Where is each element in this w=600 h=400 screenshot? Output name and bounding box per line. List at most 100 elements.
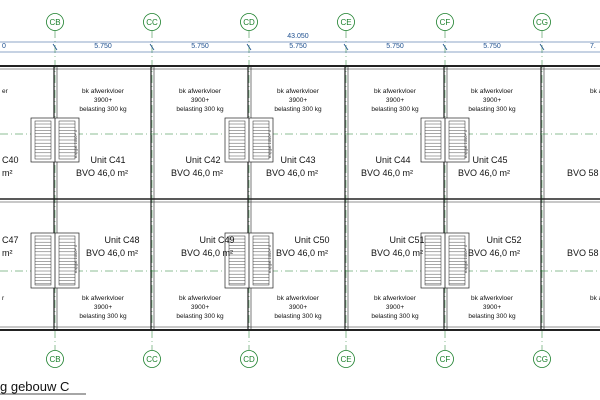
dim-bay-2: 5.750 bbox=[191, 43, 209, 50]
stair-label: trapgat 1000+ # bbox=[463, 129, 468, 158]
partial-left-top-area: m² bbox=[2, 168, 13, 178]
grid-label: CG bbox=[536, 18, 548, 27]
grid-label: CF bbox=[440, 18, 451, 27]
unit-area-bottom-5: BVO 46,0 m² bbox=[468, 248, 520, 258]
stair-1-1: trapgat 1000+ # bbox=[224, 232, 274, 289]
unit-label-top-4: Unit C44 bbox=[375, 155, 410, 165]
grid-label: CE bbox=[340, 355, 351, 364]
unit-label-top-1: Unit C41 bbox=[90, 155, 125, 165]
floor-note-top-4-level: 3900+ bbox=[483, 97, 501, 104]
floor-note-top-4-load: belasting 300 kg bbox=[468, 106, 516, 113]
stair-label: trapgat 1000+ # bbox=[463, 244, 468, 273]
floor-note-top-0-load: belasting 300 kg bbox=[79, 106, 127, 113]
stair-0-1: trapgat 1000+ # bbox=[30, 232, 80, 289]
floor-note-top-4: bk afwerkvloer bbox=[471, 88, 514, 95]
floor-note-bottom-0: bk afwerkvloer bbox=[82, 295, 125, 302]
partial-left-bottom-area: m² bbox=[2, 248, 13, 258]
unit-area-top-3: BVO 46,0 m² bbox=[266, 168, 318, 178]
grid-bubble-ce-top: CE bbox=[337, 13, 355, 31]
center-lines bbox=[0, 133, 600, 272]
unit-label-top-5: Unit C45 bbox=[472, 155, 507, 165]
floor-note-top-1: bk afwerkvloer bbox=[179, 88, 222, 95]
floor-note-right-bottom: bk a bbox=[590, 295, 600, 302]
unit-label-top-3: Unit C43 bbox=[280, 155, 315, 165]
floor-note-top-1-level: 3900+ bbox=[191, 97, 209, 104]
unit-area-top-4: BVO 46,0 m² bbox=[361, 168, 413, 178]
grid-label: CB bbox=[49, 355, 60, 364]
unit-label-bottom-3: Unit C50 bbox=[294, 235, 329, 245]
floor-note-right-top: bk a bbox=[590, 88, 600, 95]
unit-label-bottom-1: Unit C48 bbox=[104, 235, 139, 245]
total-dimension: 43.050 bbox=[287, 33, 309, 40]
unit-label-bottom-2: Unit C49 bbox=[199, 235, 234, 245]
unit-area-bottom-1: BVO 46,0 m² bbox=[86, 248, 138, 258]
unit-bottom-partial-right: BVO 58 bbox=[567, 248, 599, 258]
grid-bubble-ce-bottom: CE bbox=[337, 350, 355, 368]
unit-area-top-1: BVO 46,0 m² bbox=[76, 168, 128, 178]
floor-note-top-2-load: belasting 300 kg bbox=[274, 106, 322, 113]
floor-note-bottom-1-load: belasting 300 kg bbox=[176, 313, 224, 320]
floor-note-top-0-level: 3900+ bbox=[94, 97, 112, 104]
dim-bay-5: 5.750 bbox=[483, 43, 501, 50]
dim-right-partial: 7. bbox=[590, 43, 596, 50]
stair-2-0: trapgat 1000+ # bbox=[420, 117, 470, 163]
unit-label-bottom-5: Unit C52 bbox=[486, 235, 521, 245]
dimension-line: 43.050 0 5.750 5.750 5.750 5.750 5.750 7… bbox=[0, 33, 600, 53]
grid-bubble-cb-bottom: CB bbox=[46, 350, 64, 368]
unit-area-bottom-3: BVO 46,0 m² bbox=[276, 248, 328, 258]
grid-bubble-cg-top: CG bbox=[533, 13, 551, 31]
floor-note-bottom-4-load: belasting 300 kg bbox=[468, 313, 516, 320]
grid-layer: CB CB CC CC CD CD CE CE CF CF CG CG bbox=[46, 13, 551, 368]
dim-left-partial: 0 bbox=[2, 43, 6, 50]
grid-label: CC bbox=[146, 355, 158, 364]
grid-bubble-cc-bottom: CC bbox=[143, 350, 161, 368]
stair-label: trapgat 1000+ # bbox=[73, 129, 78, 158]
floor-note-top-0: bk afwerkvloer bbox=[82, 88, 125, 95]
floor-note-bottom-2: bk afwerkvloer bbox=[277, 295, 320, 302]
floor-note-top-3-level: 3900+ bbox=[386, 97, 404, 104]
stairs-layer: trapgat 1000+ # trapgat 1000+ # trapgat 10… bbox=[30, 117, 470, 289]
grid-bubble-cd-bottom: CD bbox=[240, 350, 258, 368]
stair-label: trapgat 1000+ # bbox=[73, 244, 78, 273]
drawing-caption: g gebouw C bbox=[0, 379, 69, 394]
grid-label: CD bbox=[243, 18, 255, 27]
dim-bay-4: 5.750 bbox=[386, 43, 404, 50]
floor-note-bottom-1: bk afwerkvloer bbox=[179, 295, 222, 302]
floor-note-bottom-2-load: belasting 300 kg bbox=[274, 313, 322, 320]
grid-bubble-cg-bottom: CG bbox=[533, 350, 551, 368]
stair-label: trapgat 1000+ # bbox=[267, 244, 272, 273]
grid-label: CC bbox=[146, 18, 158, 27]
unit-label-top-2: Unit C42 bbox=[185, 155, 220, 165]
partial-left-top-note: er bbox=[2, 88, 9, 95]
unit-label-bottom-4: Unit C51 bbox=[389, 235, 424, 245]
grid-label: CE bbox=[340, 18, 351, 27]
grid-bubble-cb-top: CB bbox=[46, 13, 64, 31]
unit-area-bottom-2: BVO 46,0 m² bbox=[181, 248, 233, 258]
stair-2-1: trapgat 1000+ # bbox=[420, 232, 470, 289]
floor-note-bottom-3-level: 3900+ bbox=[386, 304, 404, 311]
unit-top-partial-left: C40 bbox=[2, 155, 19, 165]
unit-top-partial-right: BVO 58 bbox=[567, 168, 599, 178]
floor-note-bottom-2-level: 3900+ bbox=[289, 304, 307, 311]
floor-note-bottom-1-level: 3900+ bbox=[191, 304, 209, 311]
grid-label: CG bbox=[536, 355, 548, 364]
unit-bottom-partial-left: C47 bbox=[2, 235, 19, 245]
grid-bubble-cf-bottom: CF bbox=[436, 350, 454, 368]
floor-note-top-2: bk afwerkvloer bbox=[277, 88, 320, 95]
partial-left-bottom-note: r bbox=[2, 295, 5, 302]
grid-label: CB bbox=[49, 18, 60, 27]
floor-note-bottom-4: bk afwerkvloer bbox=[471, 295, 514, 302]
floor-note-bottom-0-load: belasting 300 kg bbox=[79, 313, 127, 320]
grid-label: CF bbox=[440, 355, 451, 364]
grid-bubble-cd-top: CD bbox=[240, 13, 258, 31]
stair-0-0: trapgat 1000+ # bbox=[30, 117, 80, 163]
floor-note-top-1-load: belasting 300 kg bbox=[176, 106, 224, 113]
grid-label: CD bbox=[243, 355, 255, 364]
floor-note-bottom-0-level: 3900+ bbox=[94, 304, 112, 311]
unit-area-top-5: BVO 46,0 m² bbox=[458, 168, 510, 178]
floor-note-top-3-load: belasting 300 kg bbox=[371, 106, 419, 113]
text-layer: bk afwerkvloer 3900+ belasting 300 kg bk af… bbox=[2, 88, 600, 320]
dim-bay-1: 5.750 bbox=[94, 43, 112, 50]
floor-note-top-3: bk afwerkvloer bbox=[374, 88, 417, 95]
